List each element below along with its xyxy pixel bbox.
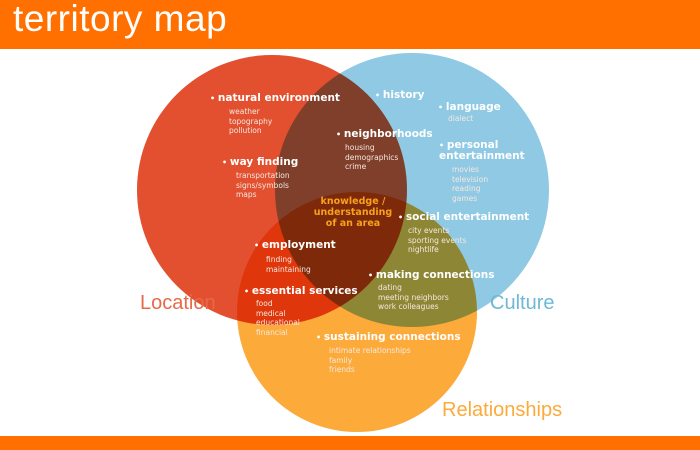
page-title: territory map: [13, 0, 228, 39]
header-bar: territory map: [0, 0, 700, 49]
topic-items: city events sporting events nightlife: [408, 226, 467, 254]
topic-items: dialect: [448, 114, 474, 123]
center-label: knowledge / understanding of an area: [313, 196, 393, 229]
topic-items: food medical educational financial: [256, 299, 300, 337]
location-label: Location: [140, 292, 216, 314]
topic-items: dating meeting neighbors work colleagues: [378, 283, 449, 311]
topic-items: transportation signs/symbols maps: [236, 171, 290, 199]
topic-items: finding maintaining: [266, 255, 311, 274]
topic-items: weather topography pollution: [229, 107, 273, 135]
topic-title: sustaining connections: [316, 332, 461, 343]
topic-title: personal entertainment: [439, 140, 529, 162]
topic-items: housing demographics crime: [345, 143, 399, 171]
topic-items: intimate relationships family friends: [329, 346, 411, 374]
topic-title: neighborhoods: [336, 129, 433, 140]
topic-title: essential services: [244, 286, 358, 297]
topic-title: language: [438, 102, 501, 113]
topic-title: social entertainment: [398, 212, 529, 223]
topic-items: movies television reading games: [452, 165, 489, 203]
topic-title: history: [375, 90, 425, 101]
culture-label: Culture: [490, 292, 555, 314]
footer-bar: [0, 436, 700, 450]
relationships-label: Relationships: [442, 399, 563, 421]
relationships-circle: [237, 192, 477, 432]
topic-title: natural environment: [210, 93, 340, 104]
topic-title: employment: [254, 240, 336, 251]
topic-title: way finding: [222, 157, 298, 168]
topic-title: making connections: [368, 270, 495, 281]
